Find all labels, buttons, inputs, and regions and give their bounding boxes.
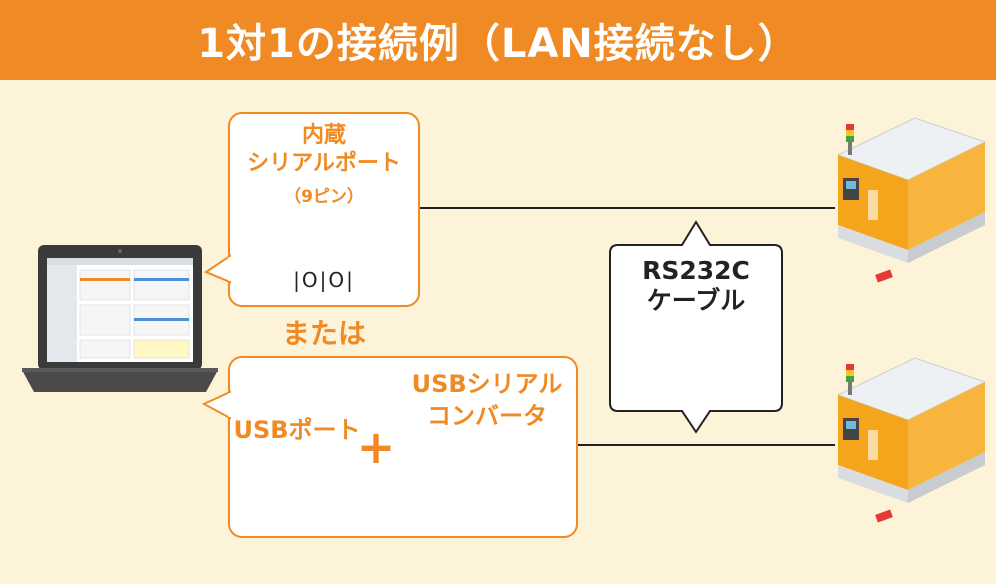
converter-title: USBシリアル <box>411 370 563 398</box>
cable-subtitle: ケーブル <box>646 286 746 315</box>
converter-subtitle: コンバータ <box>427 402 547 430</box>
cable-title: RS232C <box>642 256 750 285</box>
usb-callout <box>228 356 578 538</box>
plus-sign: + <box>356 420 396 474</box>
builtin-serial-callout <box>228 112 420 307</box>
laptop-icon <box>22 245 218 392</box>
or-label: または <box>281 317 366 350</box>
serial-port-symbol: |O|O| <box>293 268 355 292</box>
machine-icon <box>836 117 987 283</box>
builtin-serial-pins: （9ピン） <box>284 187 364 207</box>
page-title: 1対1の接続例（LAN接続なし） <box>0 0 996 80</box>
builtin-serial-subtitle: シリアルポート <box>247 151 401 176</box>
usb-port-label: USBポート <box>233 416 361 444</box>
machine-icon <box>836 357 987 523</box>
builtin-serial-title: 内蔵 <box>301 123 346 148</box>
